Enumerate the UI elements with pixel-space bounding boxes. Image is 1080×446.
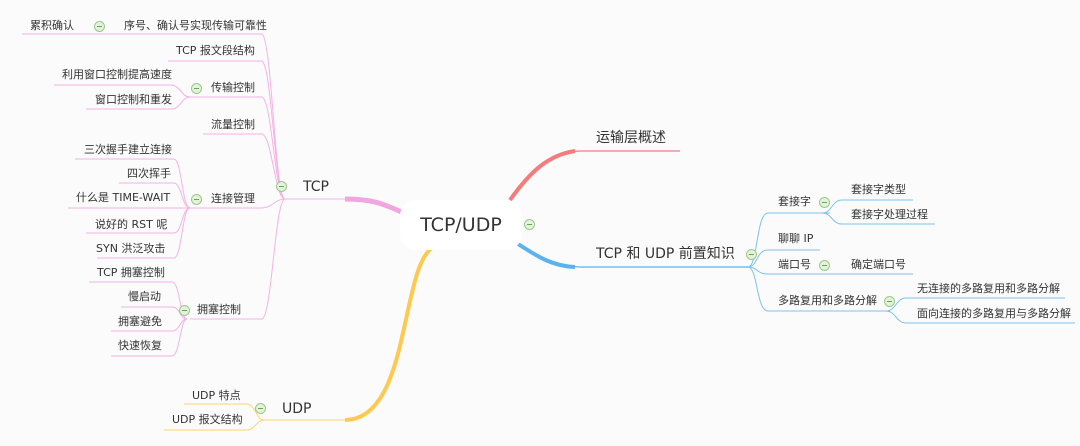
node-prerequisites[interactable]: TCP 和 UDP 前置知识 xyxy=(596,246,735,262)
collapse-icon[interactable] xyxy=(819,260,830,271)
node-three-way-handshake[interactable]: 三次握手建立连接 xyxy=(84,143,172,156)
collapse-icon[interactable] xyxy=(819,197,830,208)
node-congestion-avoidance[interactable]: 拥塞避免 xyxy=(118,315,162,328)
overview-connector xyxy=(508,149,576,202)
node-window-retransmit[interactable]: 窗口控制和重发 xyxy=(95,93,172,106)
collapse-icon[interactable] xyxy=(179,305,190,316)
node-cumulative-ack[interactable]: 累积确认 xyxy=(30,19,74,32)
node-window-speed[interactable]: 利用窗口控制提高速度 xyxy=(62,68,172,81)
node-fast-recovery[interactable]: 快速恢复 xyxy=(118,339,162,352)
collapse-icon[interactable] xyxy=(191,194,202,205)
node-reliability[interactable]: 序号、确认号实现传输可靠性 xyxy=(124,19,267,32)
node-determine-port[interactable]: 确定端口号 xyxy=(851,258,906,271)
node-connection-management[interactable]: 连接管理 xyxy=(211,192,255,205)
collapse-icon[interactable] xyxy=(746,249,757,260)
collapse-icon[interactable] xyxy=(276,181,287,192)
udp-connector xyxy=(344,246,434,422)
node-four-way-wave[interactable]: 四次挥手 xyxy=(127,167,171,180)
node-segment-structure[interactable]: TCP 报文段结构 xyxy=(176,44,255,57)
node-flow-control[interactable]: 流量控制 xyxy=(211,118,255,131)
node-congestion-control[interactable]: 拥塞控制 xyxy=(197,303,241,316)
collapse-icon[interactable] xyxy=(94,21,105,32)
collapse-icon[interactable] xyxy=(524,219,535,230)
collapse-icon[interactable] xyxy=(191,83,202,94)
collapse-icon[interactable] xyxy=(255,403,266,414)
collapse-icon[interactable] xyxy=(884,296,895,307)
root-label: TCP/UDP xyxy=(420,214,502,236)
node-udp[interactable]: UDP xyxy=(282,401,312,417)
node-udp-features[interactable]: UDP 特点 xyxy=(192,389,241,402)
node-udp-structure[interactable]: UDP 报文结构 xyxy=(172,413,243,426)
root-node[interactable]: TCP/UDP xyxy=(400,200,522,250)
node-time-wait[interactable]: 什么是 TIME-WAIT xyxy=(76,191,171,204)
node-ip[interactable]: 聊聊 IP xyxy=(778,232,814,245)
node-overview[interactable]: 运输层概述 xyxy=(596,130,666,146)
tcp-connector xyxy=(344,196,405,216)
node-rst[interactable]: 说好的 RST 呢 xyxy=(95,218,168,231)
node-slow-start[interactable]: 慢启动 xyxy=(128,290,161,303)
node-multiplexing[interactable]: 多路复用和多路分解 xyxy=(778,294,877,307)
node-tcp-congestion[interactable]: TCP 拥塞控制 xyxy=(97,266,165,279)
prereq-connector xyxy=(513,240,576,269)
node-tcp[interactable]: TCP xyxy=(303,179,329,195)
node-connectionless-mux[interactable]: 无连接的多路复用和多路分解 xyxy=(917,282,1060,295)
node-connection-oriented-mux[interactable]: 面向连接的多路复用与多路分解 xyxy=(917,307,1071,320)
node-port[interactable]: 端口号 xyxy=(778,258,811,271)
node-transmission-control[interactable]: 传输控制 xyxy=(211,81,255,94)
node-socket-process[interactable]: 套接字处理过程 xyxy=(851,208,928,221)
node-socket[interactable]: 套接字 xyxy=(778,195,811,208)
node-syn-flood[interactable]: SYN 洪泛攻击 xyxy=(96,242,166,255)
node-socket-types[interactable]: 套接字类型 xyxy=(851,183,906,196)
